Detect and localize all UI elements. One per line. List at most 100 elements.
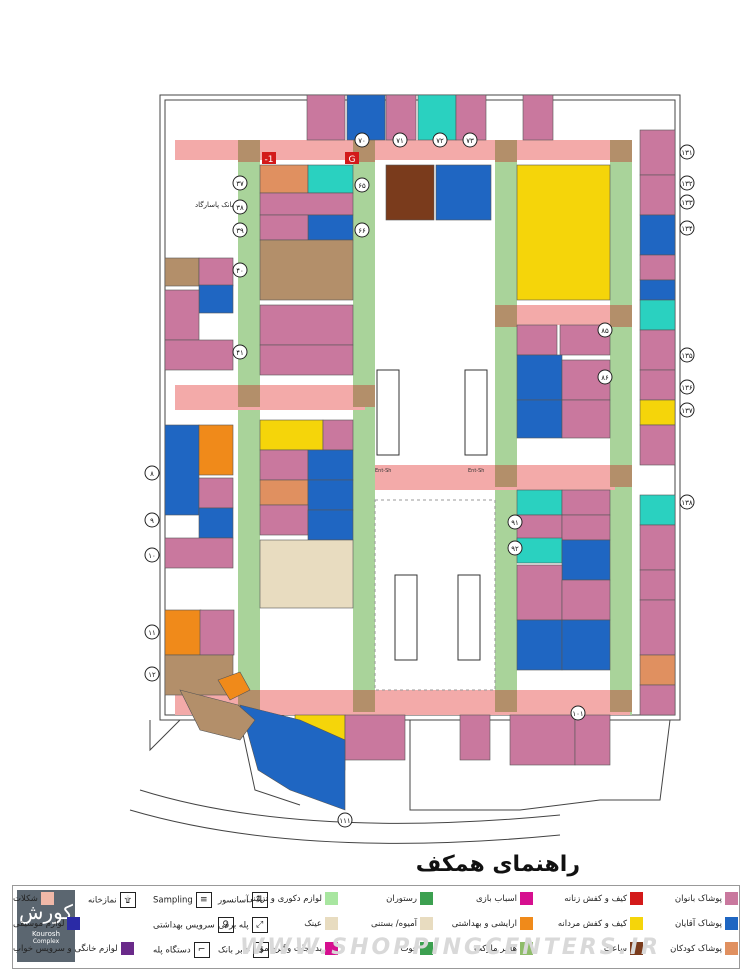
store-block <box>198 424 234 476</box>
store-number-s23: ۶۵ <box>358 182 366 190</box>
escalator-0 <box>376 369 400 456</box>
store-number-badge <box>144 624 160 640</box>
legend-item: ارایشی و بهداشتی <box>452 917 533 930</box>
store-number-s17: ۱۳۷ <box>681 407 693 415</box>
store-number-s16: ۱۳۶ <box>681 384 693 392</box>
store-number-badge <box>679 379 695 395</box>
store-block <box>639 214 676 256</box>
store-block <box>259 539 354 609</box>
store-block <box>561 489 611 516</box>
legend-label: لوازم دکوری و تزئینی <box>246 894 322 904</box>
store-block <box>164 257 200 287</box>
store-number-badge <box>144 465 160 481</box>
level-mark-box <box>345 152 359 164</box>
legend-swatch <box>325 942 338 955</box>
watermark: WWW.SHOPPINGCENTERS.IR <box>240 935 661 960</box>
corridor-node-10 <box>495 465 517 487</box>
store-block <box>516 399 563 439</box>
store-number-s26: ۸۶ <box>601 374 609 382</box>
store-block <box>198 257 234 287</box>
store-number-s6: ۳۷ <box>236 180 244 188</box>
legend-label: ارایشی و بهداشتی <box>451 919 517 929</box>
store-block <box>385 94 417 141</box>
escalator-icon: ⤢ <box>251 917 268 933</box>
store-block <box>164 537 234 569</box>
store-block <box>639 684 676 716</box>
store-block <box>259 304 354 346</box>
legend-label: پوشاک کودکان <box>670 944 722 954</box>
legend-swatch <box>120 942 134 955</box>
legend-swatch <box>520 892 533 905</box>
legend-swatch <box>520 942 533 955</box>
store-number-badge <box>232 262 248 278</box>
store-block <box>639 329 676 371</box>
escalator-1 <box>464 369 488 456</box>
store-block <box>307 214 354 241</box>
store-number-badge <box>462 132 478 148</box>
legend-item: عینک <box>304 917 338 930</box>
store-number-badge <box>337 812 353 828</box>
store-number-s4: ۱۱ <box>148 629 156 637</box>
level-mark-m1: -1 <box>265 155 274 165</box>
legend-service: عابر بانک$ <box>218 942 270 958</box>
store-number-badge <box>679 144 695 160</box>
store-block <box>639 494 676 526</box>
store-block <box>259 164 309 194</box>
legend-swatch <box>630 917 643 930</box>
legend-swatch <box>630 892 643 905</box>
store-number-badge <box>144 547 160 563</box>
corridor-0 <box>238 140 260 715</box>
legend-swatch <box>725 892 738 905</box>
store-number-s3: ۱۰ <box>148 552 156 560</box>
map-title: راهنمای همکف <box>415 852 580 877</box>
legend-item: بدلیجات وگیره مو <box>260 942 338 955</box>
store-block <box>639 254 676 281</box>
legend-service: آسانسور⇅ <box>218 892 268 908</box>
corridor-node-3 <box>610 140 632 162</box>
store-number-s30: ۱۱۱ <box>339 817 350 825</box>
store-block <box>164 289 200 341</box>
legend-item: شکلات <box>13 892 54 905</box>
store-block <box>516 324 558 356</box>
legend-item: ساعت <box>604 942 643 955</box>
corridor-5 <box>175 385 365 410</box>
legend-item: کیف و کفش مردانه <box>558 917 643 930</box>
store-number-s5: ۱۲ <box>148 671 156 679</box>
corridor-node-4 <box>238 385 260 407</box>
legend-item: لوازم خانگی و سرویس خواب <box>13 942 134 955</box>
store-block <box>561 514 611 541</box>
store-block <box>509 714 576 766</box>
store-block <box>435 164 492 221</box>
store-block <box>516 164 611 301</box>
elevator-icon: ⇅ <box>251 892 268 908</box>
legend-label: پوشاک آقایان <box>675 919 722 929</box>
store-block <box>639 599 676 656</box>
legend-service-label: آسانسور <box>218 895 249 906</box>
store-number-badge <box>432 132 448 148</box>
legend-label: اسباب بازی <box>475 894 517 904</box>
legend-swatch <box>725 917 738 930</box>
corridor-7 <box>517 305 617 325</box>
legend-swatch <box>67 917 81 930</box>
store-number-s12: ۱۳۲ <box>681 180 693 188</box>
store-block <box>344 714 406 761</box>
store-number-s14: ۱۳۴ <box>681 225 693 233</box>
store-block <box>561 579 611 621</box>
atrium-void <box>374 499 496 691</box>
store-number-s2: ۹ <box>150 517 154 525</box>
store-number-s10: ۴۱ <box>236 349 244 357</box>
store-block <box>561 399 611 439</box>
prayer-icon: ۩ <box>119 892 136 908</box>
store-block <box>164 424 200 516</box>
store-number-badge <box>507 514 523 530</box>
corridor-node-0 <box>238 140 260 162</box>
store-number-badge <box>232 344 248 360</box>
legend-item: رستوران <box>386 892 433 905</box>
store-number-s25: ۸۵ <box>601 327 609 335</box>
store-number-badge <box>597 322 613 338</box>
store-number-badge <box>597 369 613 385</box>
store-number-badge <box>679 402 695 418</box>
store-block <box>639 174 676 216</box>
corridor-node-9 <box>610 690 632 712</box>
